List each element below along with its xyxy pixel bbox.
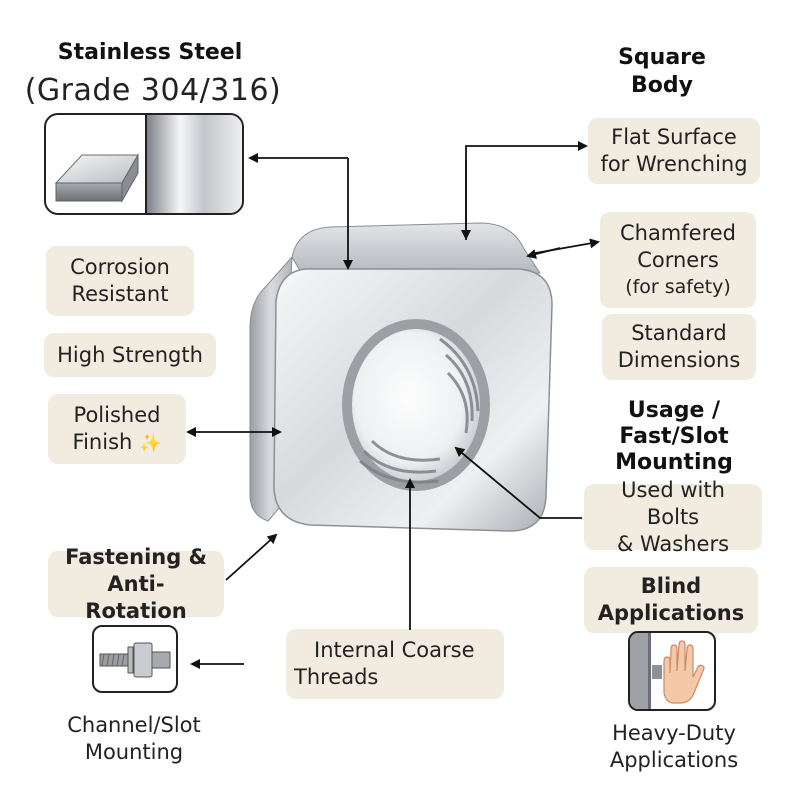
internal-threads-label: Internal Coarse Threads [286, 629, 504, 699]
steel-ingot-icon [54, 115, 242, 213]
hand-icon [630, 633, 705, 709]
hand-icon-box [628, 631, 716, 711]
corrosion-resistant-label: Corrosion Resistant [46, 246, 194, 316]
square-body-heading: Square Body [618, 45, 706, 98]
blind-applications-label: Blind Applications [584, 567, 758, 633]
sparkle-icon: ✨ [139, 432, 162, 454]
chamfered-corners-label: Chamfered Corners (for safety) [600, 212, 756, 308]
bolt-icon-box [92, 625, 178, 693]
polished-finish-label: Polished Finish ✨ [48, 394, 186, 464]
channel-slot-label: Channel/Slot Mounting [67, 713, 201, 764]
heavy-duty-label: Heavy-Duty Applications [609, 721, 739, 772]
material-grade: (Grade 304/316) [24, 73, 282, 108]
usage-heading: Usage / Fast/Slot Mounting [615, 398, 733, 475]
bolts-washers-label: Used with Bolts & Washers [584, 478, 762, 556]
fastening-anti-rotation-label: Fastening & Anti-Rotation [48, 545, 224, 623]
steel-sample-box [44, 113, 244, 215]
square-nut-illustration [249, 222, 553, 532]
material-title: Stainless Steel [57, 40, 243, 65]
flat-surface-label: Flat Surface for Wrenching [588, 118, 760, 184]
bolt-nut-icon [99, 642, 171, 678]
high-strength-label: High Strength [44, 333, 216, 377]
standard-dimensions-label: Standard Dimensions [602, 314, 756, 380]
